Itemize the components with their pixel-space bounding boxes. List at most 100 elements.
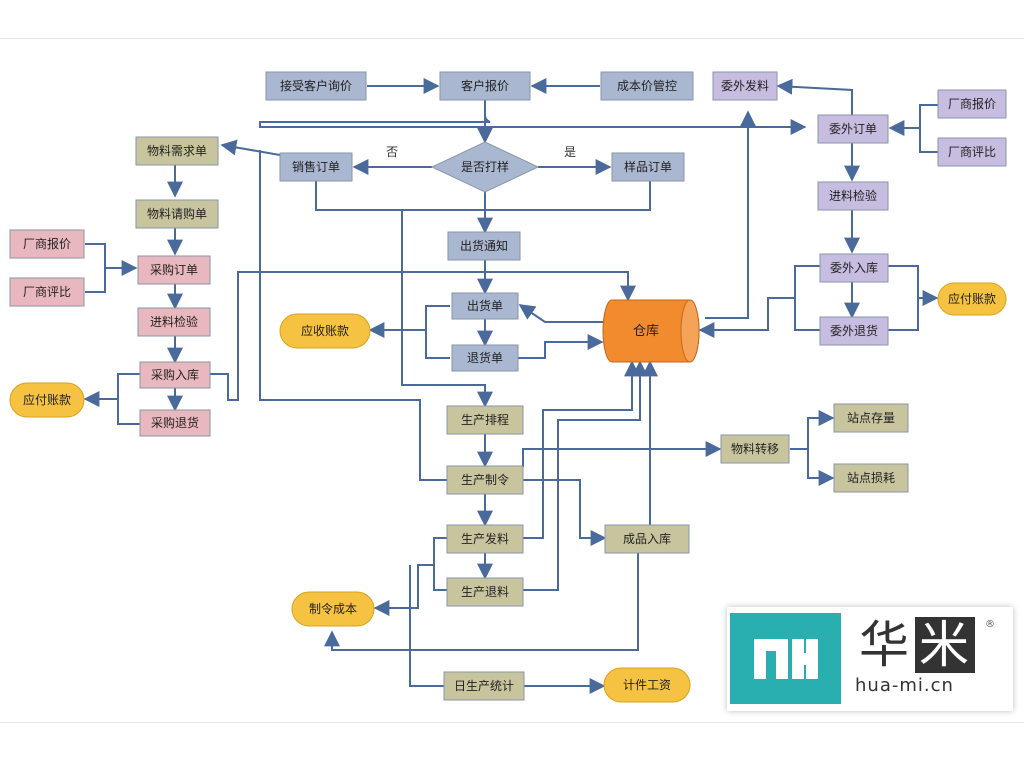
node-sample-order[interactable]: 样品订单 <box>611 152 685 182</box>
node-label: 应付账款 <box>948 291 996 306</box>
node-shape <box>817 181 889 211</box>
node-station-loss[interactable]: 站点损耗 <box>833 463 909 493</box>
node-purchase-instock[interactable]: 采购入库 <box>139 361 211 389</box>
node-label: 制令成本 <box>309 601 357 616</box>
node-shape <box>600 71 694 101</box>
node-shape <box>833 403 909 433</box>
node-label: 仓库 <box>633 323 659 339</box>
node-shape <box>137 307 211 337</box>
node-order-cost[interactable]: 制令成本 <box>291 591 375 627</box>
node-production-order[interactable]: 生产制令 <box>446 465 524 495</box>
edge-vendor-compare-to-po <box>85 268 106 293</box>
edge-outsource-group-to-warehouse <box>700 265 820 330</box>
node-purchase-vendor-compare[interactable]: 厂商评比 <box>9 277 85 307</box>
node-shipping-notice[interactable]: 出货通知 <box>447 231 521 261</box>
node-label: 销售订单 <box>292 159 340 174</box>
node-station-stock[interactable]: 站点存量 <box>833 403 909 433</box>
node-shape <box>937 137 1007 167</box>
node-shape <box>833 463 909 493</box>
edge-outsource-group-to-payable <box>887 265 937 331</box>
node-shipping-order[interactable]: 出货单 <box>451 292 519 320</box>
connector-lines <box>85 78 938 694</box>
node-receivable[interactable]: 应收账款 <box>279 313 371 349</box>
bottom-border <box>0 722 1024 723</box>
node-label: 退货单 <box>467 350 503 365</box>
node-customer-quote[interactable]: 客户报价 <box>439 71 531 101</box>
registered-mark: ® <box>985 619 995 630</box>
brand-logo-card: 华米 ® hua-mi.cn <box>727 607 1013 711</box>
node-shape <box>135 199 219 229</box>
node-finished-instock[interactable]: 成品入库 <box>604 524 690 554</box>
node-label: 进料检验 <box>150 314 198 329</box>
node-purchase-order[interactable]: 采购订单 <box>137 255 211 285</box>
node-label: 生产退料 <box>461 585 509 599</box>
node-shape <box>439 71 531 101</box>
node-outsource-issue[interactable]: 委外发料 <box>712 71 778 101</box>
node-shape <box>720 434 790 464</box>
node-outsource-inspection[interactable]: 进料检验 <box>817 181 889 211</box>
node-daily-production-stats[interactable]: 日生产统计 <box>443 671 525 701</box>
node-shape <box>602 299 700 363</box>
node-shape <box>139 409 211 437</box>
node-label: 是否打样 <box>461 159 509 174</box>
node-label: 采购入库 <box>151 367 199 382</box>
node-material-transfer[interactable]: 物料转移 <box>720 434 790 464</box>
edge-sales-to-schedule <box>401 210 493 408</box>
node-shape <box>817 114 889 144</box>
edge-issue-group-to-cost <box>375 537 447 608</box>
branch-label-yes: 是 <box>564 145 576 159</box>
node-label: 客户报价 <box>461 78 509 93</box>
node-sales-order[interactable]: 销售订单 <box>279 152 353 182</box>
edge-warehouse-to-outsource-issue <box>705 110 756 319</box>
node-shape <box>446 405 524 435</box>
node-outsource-return[interactable]: 委外退货 <box>819 316 889 346</box>
node-shape <box>279 152 353 182</box>
node-cost-control[interactable]: 成本价管控 <box>600 71 694 101</box>
node-label: 应收账款 <box>301 323 349 338</box>
node-label: 生产制令 <box>461 472 509 487</box>
node-production-schedule[interactable]: 生产排程 <box>446 405 524 435</box>
node-shape <box>430 141 540 193</box>
node-outsource-payable[interactable]: 应付账款 <box>937 282 1007 316</box>
node-outsource-instock[interactable]: 委外入库 <box>819 253 889 283</box>
node-label: 物料需求单 <box>147 144 207 158</box>
node-label: 生产发料 <box>461 531 509 546</box>
node-outsource-vendor-compare[interactable]: 厂商评比 <box>937 137 1007 167</box>
node-label: 进料检验 <box>829 188 877 203</box>
edge-sales-to-material-req <box>220 139 281 156</box>
node-shape <box>447 231 521 261</box>
node-purchase-payable[interactable]: 应付账款 <box>9 382 85 418</box>
node-receive-inquiry[interactable]: 接受客户询价 <box>265 71 367 101</box>
node-shape <box>9 277 85 307</box>
node-piecework-wage[interactable]: 计件工资 <box>603 667 691 703</box>
node-shape <box>937 89 1007 119</box>
brand-logo-chinese: 华米 <box>859 617 975 673</box>
node-warehouse[interactable]: 仓库 <box>602 299 700 363</box>
node-production-issue[interactable]: 生产发料 <box>446 524 524 554</box>
node-label: 出货单 <box>467 298 503 313</box>
edge-vendor-quote-to-po <box>85 243 138 276</box>
node-purchase-vendor-quote[interactable]: 厂商报价 <box>9 229 85 259</box>
edge-outsource-to-material <box>776 78 853 115</box>
edge-vendor2-to-outsource <box>919 128 938 153</box>
edge-issue-to-warehouse <box>523 360 640 539</box>
node-shape <box>9 382 85 418</box>
node-material-requirement[interactable]: 物料需求单 <box>135 136 219 166</box>
node-sample-decision[interactable]: 是否打样 <box>430 141 540 193</box>
node-purchase-inspection[interactable]: 进料检验 <box>137 307 211 337</box>
node-outsource-vendor-quote[interactable]: 厂商报价 <box>937 89 1007 119</box>
edge-purchase-group-to-warehouse <box>210 271 636 401</box>
node-purchase-request[interactable]: 物料请购单 <box>135 199 219 229</box>
top-border <box>0 38 1024 39</box>
node-purchase-return[interactable]: 采购退货 <box>139 409 211 437</box>
edge-warehouse-to-shipping <box>518 304 605 323</box>
node-return-order[interactable]: 退货单 <box>451 344 519 372</box>
node-shape <box>265 71 367 101</box>
node-label: 站点存量 <box>847 411 895 425</box>
node-outsource-order[interactable]: 委外订单 <box>817 114 889 144</box>
node-production-return[interactable]: 生产退料 <box>446 577 524 607</box>
edge-shipping-group-to-receivable <box>370 305 450 359</box>
node-label: 委外发料 <box>721 78 769 93</box>
node-label: 物料转移 <box>731 441 779 456</box>
